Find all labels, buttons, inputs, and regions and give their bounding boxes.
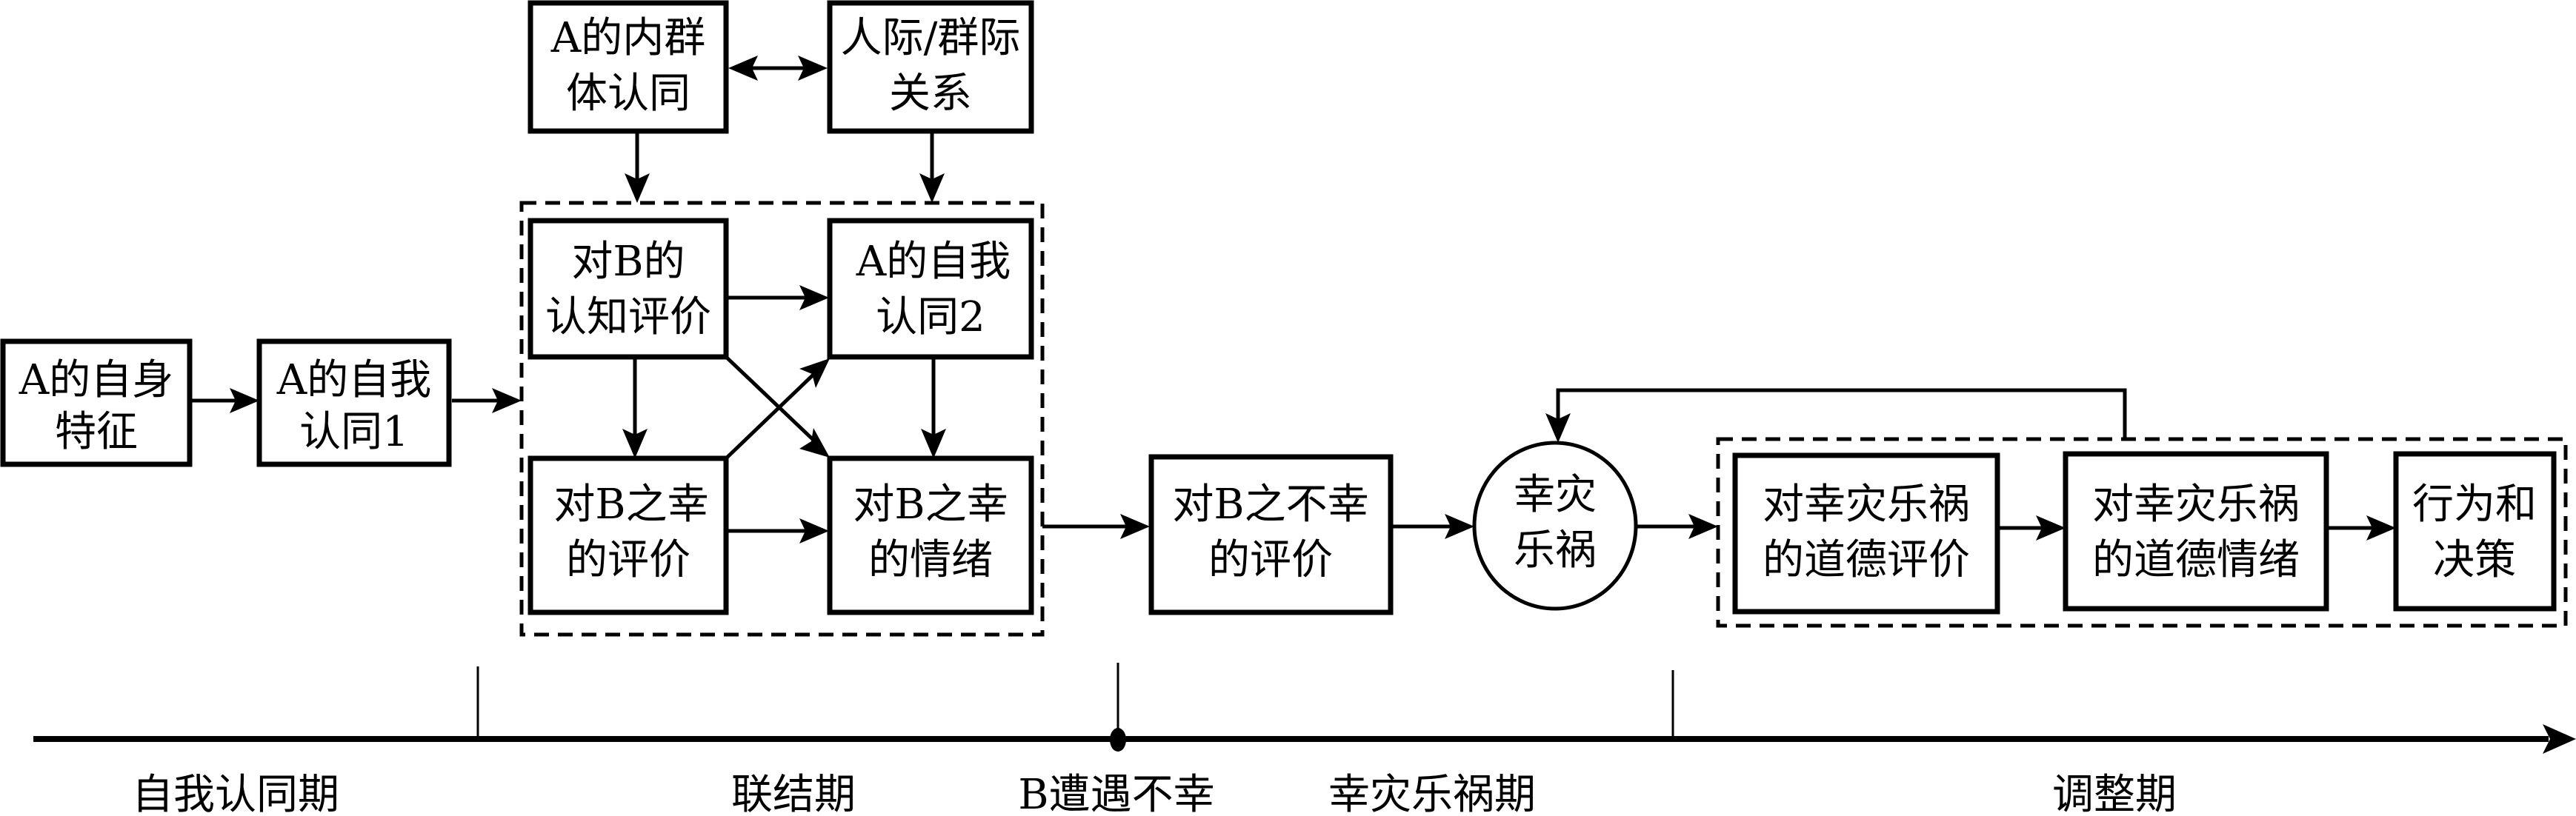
phase-label-self-identity: 自我认同期 — [132, 771, 339, 816]
node-label-line: 决策 — [2433, 536, 2516, 584]
phase-label-linkage: 联结期 — [731, 771, 856, 816]
arrow-fortune-eval-to-fortune-emotion — [726, 518, 829, 544]
event-label-b-misfortune: B遭遇不幸 — [1018, 771, 1214, 816]
node-label-line: 对B之幸 — [553, 481, 708, 529]
node-label-line: 的道德情绪 — [2092, 536, 2300, 584]
node-label-line: 的情绪 — [868, 536, 993, 584]
schadenfreude-circle — [1472, 441, 1638, 611]
node-label-line: A的自身 — [19, 356, 173, 404]
node-label-line: 人际/群际 — [841, 14, 1021, 62]
node-label-line: 的评价 — [566, 536, 690, 584]
node-label-line: 幸灾 — [1514, 471, 1597, 519]
node-self-identity-1: A的自我 认同1 — [256, 338, 452, 467]
node-label-line: 认同2 — [876, 293, 985, 341]
node-interpersonal-intergroup-relations: 人际/群际 关系 — [827, 0, 1034, 134]
node-label-line: 体认同 — [566, 70, 690, 118]
node-moral-evaluation: 对幸灾乐祸 的道德评价 — [1732, 452, 2000, 615]
arrow-cognitive-eval-to-self-identity-2 — [726, 285, 829, 310]
arrow-self-identity-2-to-fortune-emotion — [921, 357, 946, 458]
phase-label-adjustment: 调整期 — [2052, 771, 2177, 816]
arrow-self-traits-to-self-identity-1 — [190, 388, 259, 413]
node-label-line: 行为和 — [2412, 481, 2537, 529]
node-label-line: 对B之幸 — [853, 481, 1008, 529]
node-label-line: 对B的 — [571, 238, 685, 286]
arrow-self-identity-1-to-linkage-group — [452, 388, 522, 413]
adjustment-phase-group — [1716, 437, 2568, 628]
arrow-ingroup-identity-to-linkage-group — [625, 131, 650, 203]
node-label-line: 关系 — [889, 70, 972, 118]
node-behavior-and-decision: 行为和 决策 — [2393, 451, 2557, 612]
arrow-fortune-eval-to-self-identity-2 — [725, 358, 830, 460]
node-evaluation-of-b-fortune: 对B之幸 的评价 — [527, 455, 729, 615]
node-label-line: A的自我 — [276, 356, 431, 404]
node-cognitive-evaluation-of-b: 对B的 认知评价 — [527, 218, 729, 360]
node-moral-emotion: 对幸灾乐祸 的道德情绪 — [2063, 451, 2329, 612]
timeline: 自我认同期 联结期 B遭遇不幸 幸灾乐祸期 调整期 — [33, 663, 2576, 816]
node-label-line: 对B之不幸 — [1172, 481, 1368, 529]
arrow-cognitive-eval-to-fortune-emotion — [725, 355, 830, 458]
node-label-line: 对幸灾乐祸 — [1763, 481, 1970, 529]
node-label-line: 乐祸 — [1514, 526, 1597, 575]
arrow-linkage-group-to-misfortune-eval — [1042, 514, 1150, 539]
node-label-line: 认同1 — [299, 408, 409, 456]
node-label-line: 的评价 — [1208, 536, 1333, 584]
linkage-phase-group — [519, 201, 1045, 637]
arrow-moral-eval-to-moral-emotion — [1997, 515, 2066, 541]
arrow-misfortune-eval-to-schadenfreude — [1391, 514, 1474, 539]
node-self-traits: A的自身 特征 — [0, 338, 193, 467]
node-label-line: 特征 — [55, 408, 138, 456]
arrow-relations-to-linkage-group — [919, 131, 945, 203]
node-label-line: A的自我 — [856, 238, 1011, 286]
node-label-line: 对幸灾乐祸 — [2092, 481, 2300, 529]
phase-label-schadenfreude: 幸灾乐祸期 — [1328, 771, 1536, 816]
node-label-line: 认知评价 — [545, 293, 711, 341]
node-schadenfreude: 幸灾 乐祸 — [1472, 441, 1638, 611]
arrow-cognitive-eval-to-fortune-eval — [622, 357, 648, 458]
arrow-schadenfreude-to-adjustment-group — [1636, 514, 1718, 539]
node-label-line: A的内群 — [550, 14, 705, 62]
timeline-event-dot — [1110, 728, 1126, 752]
feedback-arrow-adjustment-to-schadenfreude — [1545, 388, 2127, 443]
arrow-moral-emotion-to-behavior — [2326, 515, 2396, 541]
arrow-ingroup-relations-bidirectional — [728, 56, 828, 81]
node-label-line: 的道德评价 — [1763, 536, 1970, 584]
node-evaluation-of-b-misfortune: 对B之不幸 的评价 — [1148, 454, 1394, 615]
node-ingroup-identity: A的内群 体认同 — [527, 0, 729, 134]
node-self-identity-2: A的自我 认同2 — [827, 218, 1034, 360]
node-emotion-toward-b-fortune: 对B之幸 的情绪 — [827, 455, 1034, 615]
timeline-arrowhead-icon — [2543, 724, 2576, 754]
